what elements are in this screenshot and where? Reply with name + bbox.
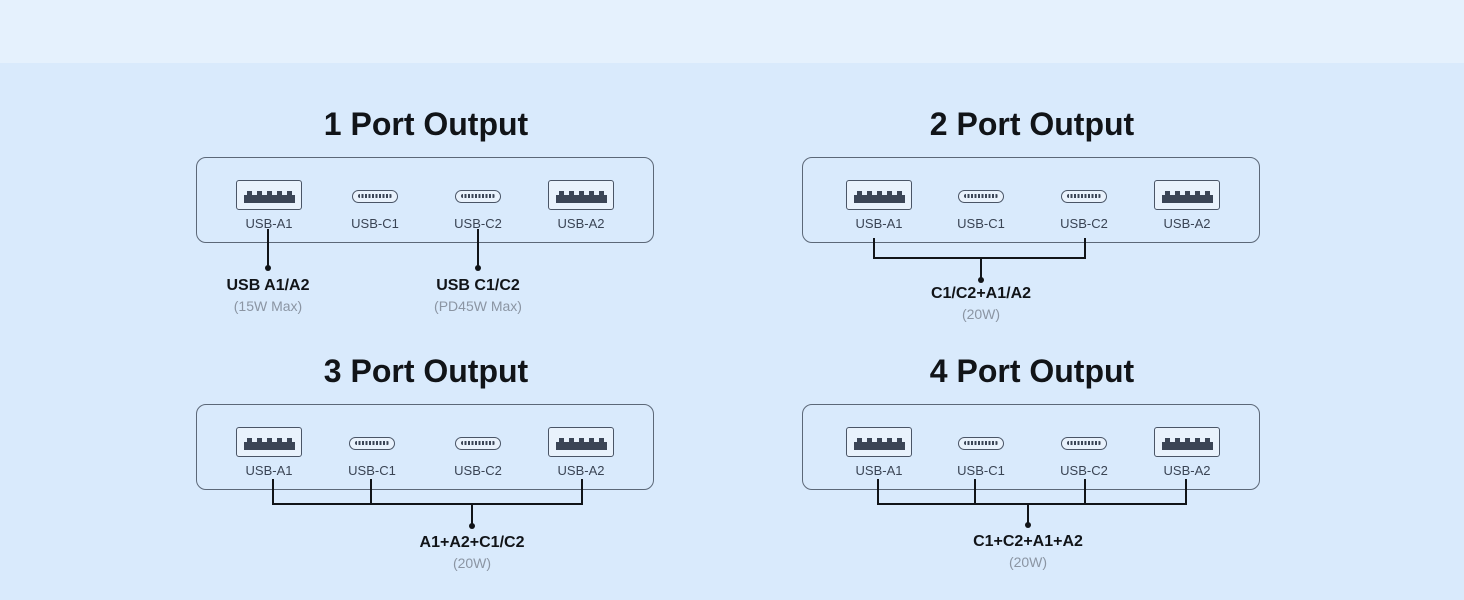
group-label-usb-c: USB C1/C2 bbox=[436, 277, 520, 294]
panel-title: 4 Port Output bbox=[929, 353, 1135, 389]
usb-a1-port: USB-A1 bbox=[229, 158, 309, 244]
port-label-usb-c1: USB-C1 bbox=[957, 216, 1005, 231]
usb-a-port-icon bbox=[236, 427, 302, 457]
port-label-usb-c2: USB-C2 bbox=[454, 216, 502, 231]
usb-c-port-icon bbox=[455, 437, 501, 450]
port-label-usb-a1: USB-A1 bbox=[855, 463, 903, 478]
usb-c2-port: USB-C2 bbox=[438, 158, 518, 244]
connector-lines bbox=[873, 238, 1086, 283]
usb-c-port-icon bbox=[455, 190, 501, 203]
usb-a-port-icon bbox=[1154, 180, 1220, 210]
usb-c-port-icon bbox=[1061, 437, 1107, 450]
usb-c-port-icon bbox=[1061, 190, 1107, 203]
usb-c-port-icon bbox=[349, 437, 395, 450]
group-sub-usb-c: (PD45W Max) bbox=[434, 298, 522, 314]
port-label-usb-c2: USB-C2 bbox=[1060, 216, 1108, 231]
connector-lines bbox=[877, 479, 1187, 528]
usb-a-port-icon bbox=[548, 180, 614, 210]
port-label-usb-a1: USB-A1 bbox=[245, 463, 293, 478]
usb-a2-port: USB-A2 bbox=[541, 405, 621, 491]
usb-a1-port: USB-A1 bbox=[839, 158, 919, 244]
panel-2-port-output: 2 Port Output USB-A1 USB-C1 USB-C2 USB-A… bbox=[802, 106, 1262, 326]
group-sub-combo: (20W) bbox=[452, 555, 492, 571]
panel-4-port-output: 4 Port Output USB-A1 USB-C1 USB-C2 USB-A… bbox=[802, 353, 1262, 573]
usb-c1-port: USB-C1 bbox=[941, 158, 1021, 244]
port-label-usb-a1: USB-A1 bbox=[245, 216, 293, 231]
port-label-usb-c2: USB-C2 bbox=[1060, 463, 1108, 478]
charger-port-box: USB-A1 USB-C1 USB-C2 USB-A2 bbox=[196, 404, 654, 490]
usb-c2-port: USB-C2 bbox=[1044, 405, 1124, 491]
usb-c-port-icon bbox=[958, 437, 1004, 450]
usb-a-port-icon bbox=[846, 427, 912, 457]
group-sub-combo: (20W) bbox=[961, 306, 1001, 322]
connector-lines bbox=[265, 229, 481, 271]
usb-a2-port: USB-A2 bbox=[1147, 158, 1227, 244]
port-label-usb-c1: USB-C1 bbox=[351, 216, 399, 231]
panel-3-port-output: 3 Port Output USB-A1 USB-C1 USB-C2 USB-A… bbox=[196, 353, 656, 573]
usb-a-port-icon bbox=[1154, 427, 1220, 457]
port-label-usb-a1: USB-A1 bbox=[855, 216, 903, 231]
usb-a2-port: USB-A2 bbox=[541, 158, 621, 244]
group-sub-combo: (20W) bbox=[1008, 554, 1048, 570]
usb-c2-port: USB-C2 bbox=[438, 405, 518, 491]
usb-c1-port: USB-C1 bbox=[335, 158, 415, 244]
usb-a-port-icon bbox=[846, 180, 912, 210]
port-label-usb-a2: USB-A2 bbox=[1163, 216, 1211, 231]
port-label-usb-a2: USB-A2 bbox=[557, 216, 605, 231]
panel-title: 3 Port Output bbox=[323, 353, 529, 389]
port-label-usb-a2: USB-A2 bbox=[557, 463, 605, 478]
usb-a-port-icon bbox=[236, 180, 302, 210]
port-label-usb-c2: USB-C2 bbox=[454, 463, 502, 478]
group-sub-usb-a: (15W Max) bbox=[233, 298, 303, 314]
port-label-usb-a2: USB-A2 bbox=[1163, 463, 1211, 478]
charger-port-box: USB-A1 USB-C1 USB-C2 USB-A2 bbox=[802, 157, 1260, 243]
charger-port-box: USB-A1 USB-C1 USB-C2 USB-A2 bbox=[802, 404, 1260, 490]
usb-c-port-icon bbox=[352, 190, 398, 203]
usb-c2-port: USB-C2 bbox=[1044, 158, 1124, 244]
group-label-combo: C1+C2+A1+A2 bbox=[973, 533, 1083, 550]
usb-a1-port: USB-A1 bbox=[839, 405, 919, 491]
usb-c-port-icon bbox=[958, 190, 1004, 203]
charger-port-box: USB-A1 USB-C1 USB-C2 USB-A2 bbox=[196, 157, 654, 243]
usb-c1-port: USB-C1 bbox=[941, 405, 1021, 491]
top-band bbox=[0, 0, 1464, 63]
usb-c1-port: USB-C1 bbox=[332, 405, 412, 491]
usb-a2-port: USB-A2 bbox=[1147, 405, 1227, 491]
panel-title: 1 Port Output bbox=[323, 106, 529, 142]
group-label-usb-a: USB A1/A2 bbox=[226, 277, 310, 294]
connector-lines bbox=[272, 479, 583, 529]
group-label-combo: C1/C2+A1/A2 bbox=[930, 285, 1032, 302]
group-label-combo: A1+A2+C1/C2 bbox=[419, 534, 525, 551]
port-label-usb-c1: USB-C1 bbox=[348, 463, 396, 478]
usb-a1-port: USB-A1 bbox=[229, 405, 309, 491]
usb-a-port-icon bbox=[548, 427, 614, 457]
panel-1-port-output: 1 Port Output USB-A1 USB-C1 USB-C2 USB-A… bbox=[196, 106, 656, 326]
panel-title: 2 Port Output bbox=[929, 106, 1135, 142]
port-label-usb-c1: USB-C1 bbox=[957, 463, 1005, 478]
